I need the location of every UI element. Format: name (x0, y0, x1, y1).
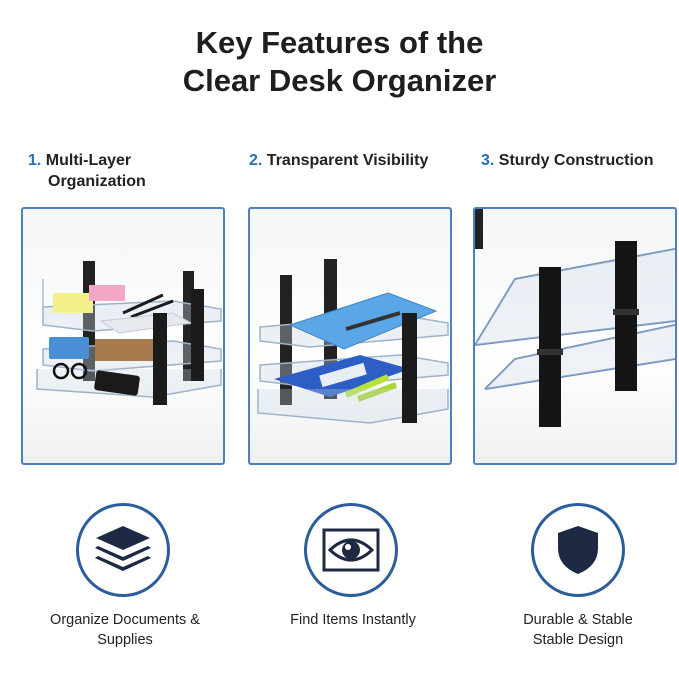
sticky-note-pink (89, 285, 125, 301)
highlighter (356, 382, 398, 402)
feature-label-line-2: Organization (48, 173, 146, 190)
post-joint (537, 349, 563, 355)
organizer-post (191, 289, 204, 381)
organizer-post (539, 267, 561, 427)
feature-image-transparent (248, 207, 452, 465)
layers-icon (95, 526, 151, 571)
feature-image-sturdy (473, 207, 677, 465)
post-joint (613, 309, 639, 315)
pen (345, 311, 401, 331)
folder-label (319, 362, 367, 388)
pen (122, 293, 164, 315)
feature-number: 2. (249, 152, 263, 169)
shield-icon-badge (531, 503, 625, 597)
organizer-illustration (257, 259, 449, 424)
organizer-post (183, 271, 194, 381)
title-line-1: Key Features of the (195, 25, 484, 60)
phone (94, 370, 140, 396)
blue-clipboard (288, 292, 438, 350)
layers-icon-badge (76, 503, 170, 597)
glasses-lens (70, 362, 88, 380)
benefit-caption-find: Find Items Instantly (243, 610, 463, 630)
organizer-post (153, 313, 167, 405)
blue-card (49, 337, 89, 359)
organizer-illustration (36, 261, 222, 405)
caption-line: Find Items Instantly (290, 612, 416, 628)
pen (130, 299, 174, 319)
eye-icon-badge (304, 503, 398, 597)
tray-edge (475, 320, 675, 346)
benefit-caption-organize: Organize Documents & Supplies (15, 610, 235, 650)
tray-edge (484, 358, 675, 390)
glasses-lens (52, 362, 70, 380)
feature-number: 3. (481, 152, 495, 169)
eye-icon (322, 528, 380, 572)
feature-label: Transparent Visibility (266, 152, 429, 169)
feature-label: Multi-Layer (45, 152, 132, 169)
page-title: Key Features of the Clear Desk Organizer (0, 24, 679, 100)
organizer-post (402, 313, 417, 423)
feature-heading-sturdy: 3. Sturdy Construction (481, 150, 653, 171)
feature-label: Sturdy Construction (498, 152, 654, 169)
benefit-caption-durable: Durable & Stable Stable Design (468, 610, 679, 650)
feature-image-multi-layer (21, 207, 225, 465)
feature-heading-transparent: 2. Transparent Visibility (249, 150, 428, 171)
organizer-post (475, 209, 483, 249)
caption-line: Organize Documents & (50, 612, 200, 628)
organizer-post (615, 241, 637, 391)
tray-bottom (257, 389, 449, 424)
caption-line: Supplies (97, 632, 153, 648)
highlighter (344, 374, 390, 398)
organizer-post (280, 275, 292, 405)
feature-number: 1. (28, 152, 42, 169)
feature-heading-multi-layer: 1. Multi-Layer Organization (28, 150, 146, 192)
organizer-illustration (475, 209, 675, 427)
sticky-note-yellow (53, 293, 93, 313)
shield-icon (558, 526, 598, 574)
notebook (95, 339, 165, 361)
caption-line: Durable & Stable (523, 612, 633, 628)
caption-line: Stable Design (532, 632, 624, 648)
title-line-2: Clear Desk Organizer (182, 63, 497, 98)
